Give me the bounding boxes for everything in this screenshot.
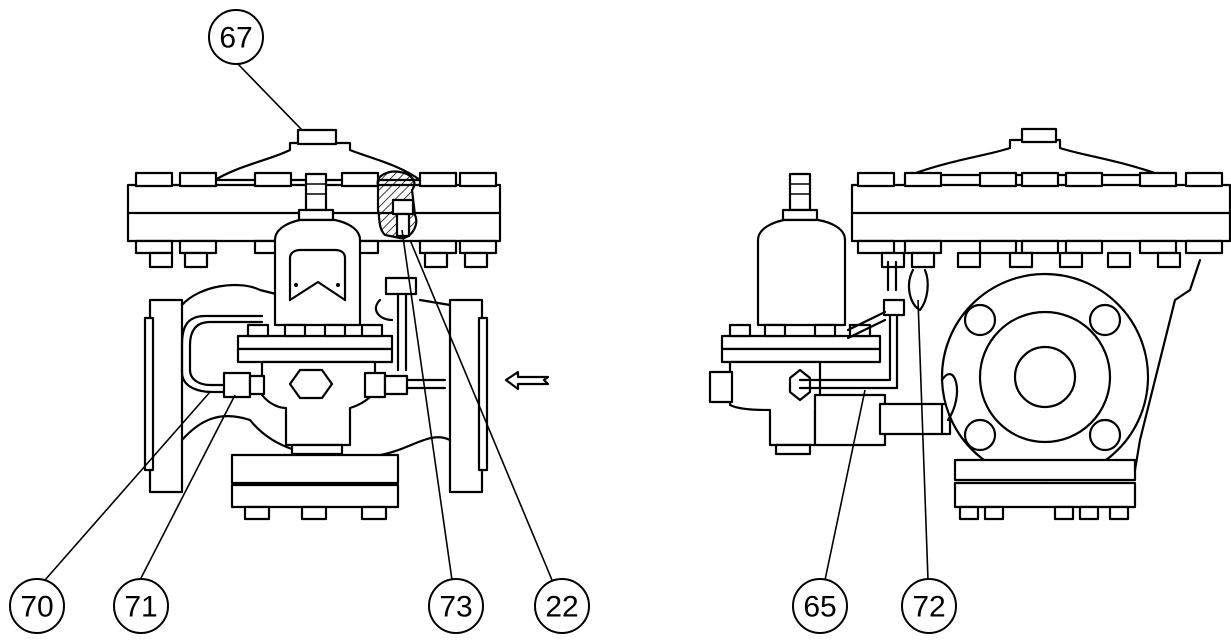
body-casting bbox=[180, 283, 452, 457]
leader-67 bbox=[235, 61, 303, 131]
callout-71: 71 bbox=[113, 578, 169, 634]
pilot-regulator bbox=[236, 172, 394, 456]
side-pilot-regulator bbox=[708, 172, 882, 456]
callout-72: 72 bbox=[901, 578, 957, 634]
callout-label-65: 65 bbox=[803, 591, 836, 624]
flow-direction-arrow bbox=[504, 370, 550, 391]
callout-label-67: 67 bbox=[219, 22, 252, 55]
callout-70: 70 bbox=[9, 578, 65, 634]
side-view bbox=[708, 127, 1231, 521]
side-tube-65 bbox=[798, 313, 899, 390]
callout-label-72: 72 bbox=[912, 591, 945, 624]
callout-label-70: 70 bbox=[20, 591, 53, 624]
callout-22: 22 bbox=[534, 578, 590, 634]
callout-label-73: 73 bbox=[439, 591, 472, 624]
leader-72 bbox=[917, 299, 929, 581]
side-bottom-bolts bbox=[958, 505, 1130, 521]
leader-73 bbox=[401, 229, 453, 581]
left-body-flange bbox=[148, 298, 184, 494]
tube-fitting-right bbox=[363, 371, 387, 399]
body-round-flange bbox=[940, 272, 1150, 482]
bottom-cover bbox=[230, 453, 400, 485]
callout-67: 67 bbox=[208, 9, 264, 65]
top-plug bbox=[296, 128, 338, 146]
pilot-supply-tube bbox=[396, 288, 408, 372]
front-view bbox=[126, 128, 550, 521]
callout-65: 65 bbox=[792, 578, 848, 634]
callout-label-71: 71 bbox=[124, 591, 157, 624]
upper-bolts-top bbox=[134, 171, 498, 188]
leader-lines bbox=[44, 61, 929, 581]
callout-73: 73 bbox=[428, 578, 484, 634]
side-top-cover bbox=[908, 138, 1162, 177]
sensing-tube bbox=[188, 320, 264, 387]
leader-65 bbox=[824, 389, 866, 581]
tube-fitting-71 bbox=[222, 371, 252, 399]
right-body-flange bbox=[448, 298, 484, 494]
side-tube-72 bbox=[907, 268, 929, 312]
side-upper-bolts bbox=[856, 171, 1224, 269]
callout-label-22: 22 bbox=[545, 591, 578, 624]
leader-22 bbox=[409, 239, 553, 581]
leader-71 bbox=[139, 394, 236, 581]
leader-70 bbox=[44, 391, 211, 581]
